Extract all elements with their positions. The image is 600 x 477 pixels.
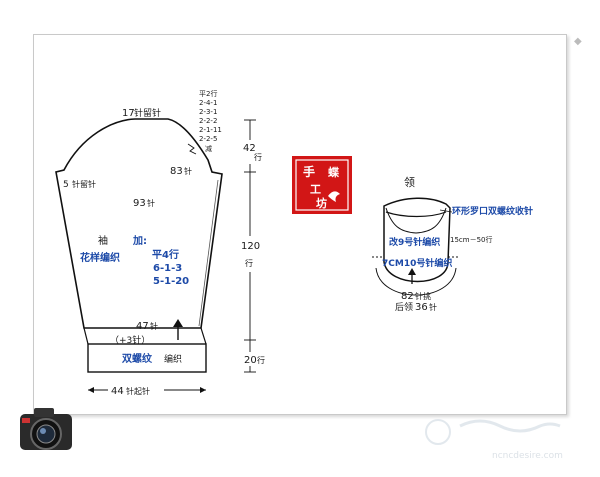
stitch-47-unit: 针 xyxy=(150,321,158,331)
back-neck-label: 后领 xyxy=(395,301,413,313)
increase-row: 5-1-20 xyxy=(153,276,189,287)
cuff-label-knit: 编织 xyxy=(164,353,182,365)
stamp-butterfly-icon xyxy=(328,191,340,202)
neck-pickup-arc xyxy=(375,267,457,296)
watermark-text: ncncdesire.com xyxy=(492,451,563,461)
row-dimensions: 42 行 120 行 20 行 xyxy=(240,119,267,373)
diagram-frame xyxy=(33,34,567,415)
front-pickup-count: 82 xyxy=(401,291,414,302)
cast-on-count: 44 xyxy=(111,386,124,397)
top-stitch-unit: 针留针 xyxy=(134,107,161,119)
side-stitch-count: 5 xyxy=(63,180,69,190)
collar-title: 领 xyxy=(404,176,415,189)
rows-body-count: 120 xyxy=(241,241,260,252)
cap-shaping-tail: 减 xyxy=(205,144,212,153)
rows-body-unit: 行 xyxy=(245,258,253,268)
collar-edge-label: 环形罗口双螺纹收针 xyxy=(452,205,533,217)
stamp-char: 手 xyxy=(303,164,315,179)
collar-needle9: 改9号针编织 xyxy=(389,236,440,248)
knit-direction-arrow xyxy=(173,319,183,340)
side-stitch-unit: 针留针 xyxy=(72,179,96,189)
rows-cap-count: 42 xyxy=(243,143,256,154)
plus-three-note: （+3针） xyxy=(110,334,150,346)
cap-shaping-row: 2-2-2 xyxy=(199,117,217,125)
cap-notch xyxy=(187,143,197,155)
cast-on-unit: 针起针 xyxy=(126,386,150,396)
collar-rib-edge xyxy=(385,211,447,218)
front-pickup-unit: 针挑 xyxy=(415,291,431,301)
width-83-unit: 针 xyxy=(184,166,192,176)
back-neck-unit: 针 xyxy=(429,302,437,312)
camera-icon xyxy=(20,408,72,450)
rows-cap-unit: 行 xyxy=(254,152,262,162)
cuff-band xyxy=(87,343,207,373)
increase-row: 平4行 xyxy=(152,248,179,261)
corner-mark-top: ◆ xyxy=(574,36,582,47)
collar-diagram: 领 环形罗口双螺纹收针 改9号针编织 15cm－50行 7CM10号针编织 82… xyxy=(372,176,533,313)
collar-outline xyxy=(383,197,451,283)
sleeve-inner-edge xyxy=(198,179,219,327)
cap-shaping-row: 2-2-5 xyxy=(199,135,217,143)
stamp-char: 坊 xyxy=(316,196,327,210)
cap-shaping-notes: 平2行 2-4-1 2-3-1 2-2-2 2-1-11 2-2-5 减 xyxy=(199,89,222,153)
sleeve-outline xyxy=(55,118,223,329)
increase-row: 6-1-3 xyxy=(153,263,182,274)
width-93-unit: 针 xyxy=(147,198,155,208)
width-83-count: 83 xyxy=(170,166,183,177)
stitch-47-count: 47 xyxy=(136,321,149,332)
cap-shaping-row: 2-1-11 xyxy=(199,126,222,134)
collar-height-note: 15cm－50行 xyxy=(450,235,492,244)
studio-stamp-logo: 手 蝶 工 坊 xyxy=(292,156,352,214)
stamp-char: 工 xyxy=(310,183,321,196)
collar-needle10: 7CM10号针编织 xyxy=(382,257,452,269)
stamp-char: 蝶 xyxy=(328,165,340,179)
back-neck-count: 36 xyxy=(415,302,428,313)
cuff-label-rib: 双螺纹 xyxy=(122,352,153,365)
pattern-name: 花样编织 xyxy=(80,251,120,264)
sleeve-diagram: 17 针留针 平2行 2-4-1 2-3-1 2-2-2 2-1-11 2-2-… xyxy=(55,89,267,397)
cap-shaping-row: 2-4-1 xyxy=(199,99,217,107)
sleeve-name: 袖 xyxy=(98,234,108,247)
rows-band-count: 20 xyxy=(244,355,257,366)
width-93-count: 93 xyxy=(133,198,146,209)
rows-band-unit: 行 xyxy=(257,355,265,365)
top-stitch-count: 17 xyxy=(122,108,135,119)
cap-shaping-row: 2-3-1 xyxy=(199,108,217,116)
increase-label: 加: xyxy=(132,234,147,247)
cap-shaping-title: 平2行 xyxy=(199,89,217,98)
cast-on-dimension: 44 针起针 xyxy=(88,383,206,397)
watermark: ncncdesire.com xyxy=(425,419,563,461)
